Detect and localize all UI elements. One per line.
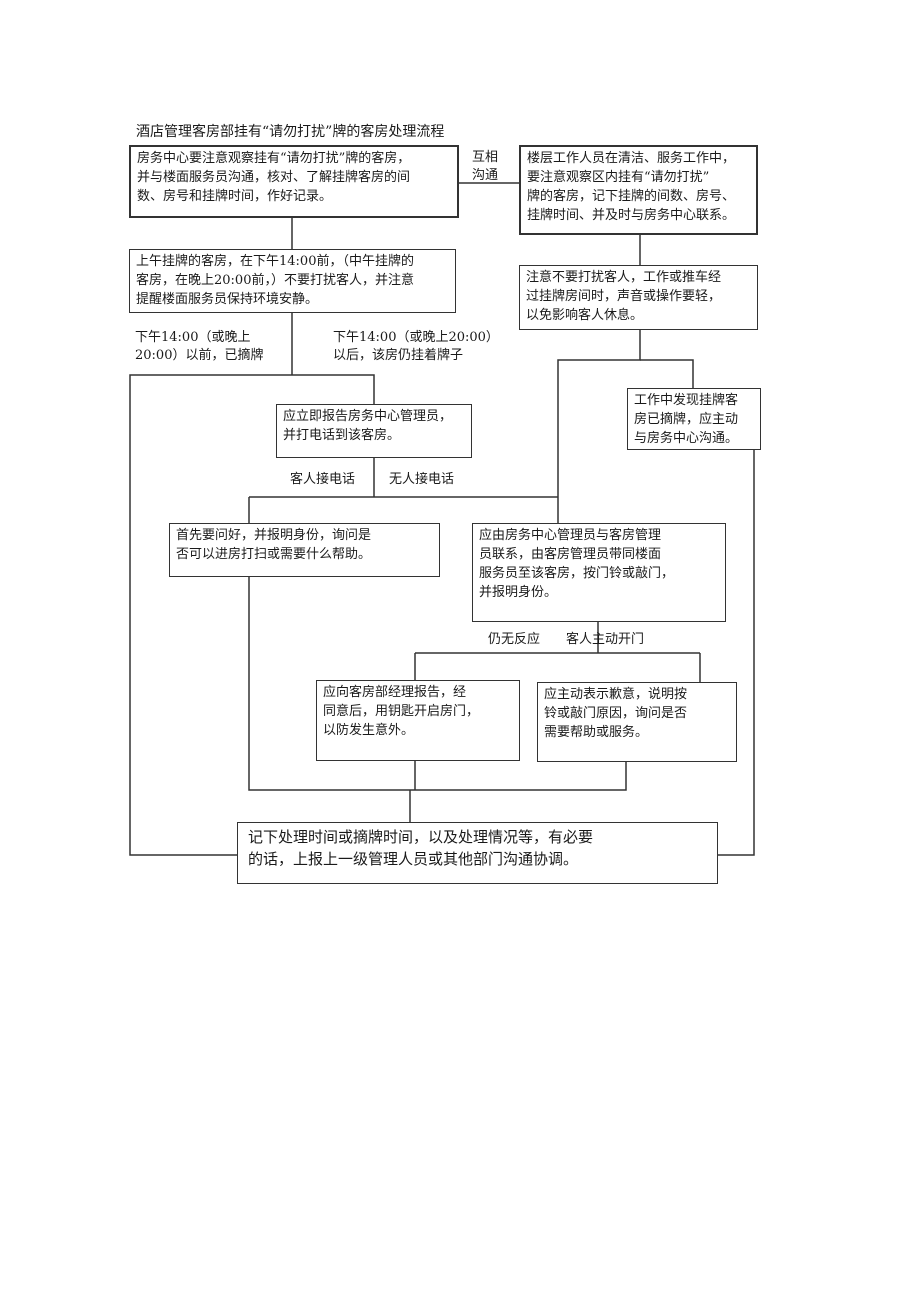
- line-quiet-to-split: [557, 330, 641, 497]
- still-no-response-label: 仍无反应: [488, 632, 541, 647]
- morning-rule-box: 上午挂牌的客房，在下午14:00前，（中午挂牌的 客房，在晚上20:00前，）不…: [129, 249, 456, 313]
- after-still-label: 下午14:00（或晚上20:00） 以后，该房仍挂着牌子: [333, 330, 499, 364]
- line-apologize-down: [410, 762, 627, 791]
- guest-answers-label: 客人接电话: [290, 472, 356, 487]
- line-found-to-record: [718, 450, 755, 856]
- line-greet-down: [248, 577, 410, 791]
- apologize-box: 应主动表示歉意，说明按 铃或敲门原因，询问是否 需要帮助或服务。: [537, 682, 737, 762]
- record-box: 记下处理时间或摘牌时间，以及处理情况等，有必要 的话，上报上一级管理人员或其他部…: [237, 822, 718, 884]
- greet-box: 首先要问好，并报明身份，询问是 否可以进房打扫或需要什么帮助。: [169, 523, 440, 577]
- report-call-box: 应立即报告房务中心管理员， 并打电话到该客房。: [276, 404, 472, 458]
- no-answer-label: 无人接电话: [389, 472, 455, 487]
- center-watch-box: 房务中心要注意观察挂有“请勿打扰”牌的客房， 并与楼面服务员沟通，核对、了解挂牌…: [129, 145, 459, 218]
- before-removed-label: 下午14:00（或晚上 20:00）以前，已摘牌: [135, 330, 264, 364]
- quiet-pass-box: 注意不要打扰客人，工作或推车经 过挂牌房间时，声音或操作要轻， 以免影响客人休息…: [519, 265, 758, 330]
- floor-staff-box: 楼层工作人员在清洁、服务工作中， 要注意观察区内挂有“请勿打扰” 牌的客房，记下…: [519, 145, 758, 235]
- line-still-branch: [292, 374, 375, 404]
- report-open-box: 应向客房部经理报告，经 同意后，用钥匙开启房门， 以防发生意外。: [316, 680, 520, 761]
- contact-manager-box: 应由房务中心管理员与客房管理 员联系，由客房管理员带同楼面 服务员至该客房，按门…: [472, 523, 726, 622]
- line-quiet-to-found: [640, 359, 694, 388]
- line-removed-branch: [129, 374, 292, 856]
- guest-opens-label: 客人主动开门: [566, 632, 645, 647]
- found-removed-box: 工作中发现挂牌客 房已摘牌，应主动 与房务中心沟通。: [627, 388, 761, 450]
- page-title: 酒店管理客房部挂有“请勿打扰”牌的客房处理流程: [136, 124, 445, 140]
- mutual-label: 互相 沟通: [472, 150, 499, 184]
